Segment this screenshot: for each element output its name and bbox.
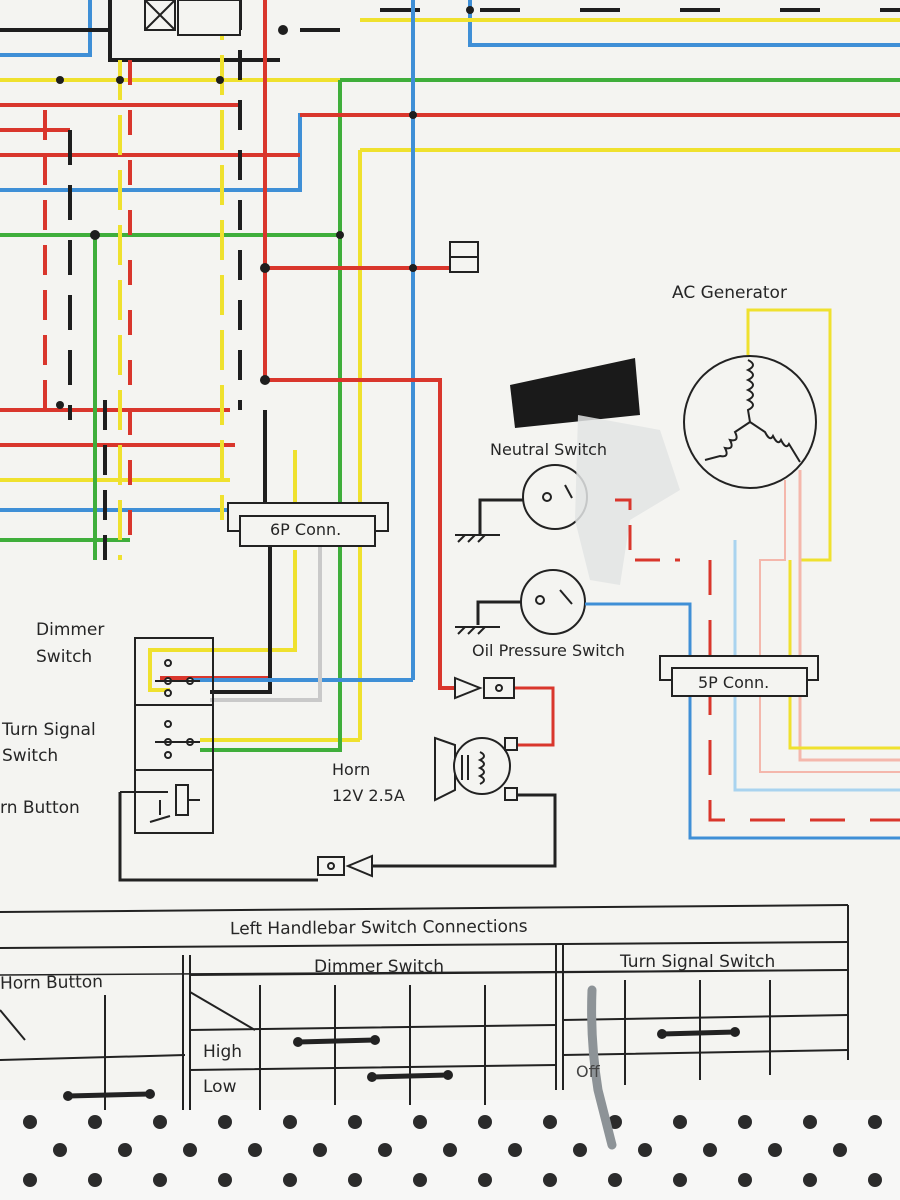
turn-signal-switch-label-line1: Turn Signal: [2, 720, 96, 740]
ac-generator-label: AC Generator: [672, 283, 787, 303]
table-col-dimmer-switch: Dimmer Switch: [314, 957, 444, 977]
oil-pressure-switch-label: Oil Pressure Switch: [472, 641, 625, 660]
handlebar-switch-block: [120, 637, 214, 834]
table-row-low: Low: [203, 1077, 237, 1097]
table-col-horn-button: Horn Button: [0, 972, 104, 994]
table-row-high: High: [203, 1042, 243, 1062]
junction-dots: [56, 6, 474, 409]
oil-pressure-switch: [455, 569, 586, 635]
ac-generator: [615, 308, 900, 822]
table-bar-dots: [63, 1027, 740, 1101]
5p-connector: [659, 655, 819, 697]
horn-button-label: rn Button: [0, 798, 80, 818]
oil-switch-wire: [585, 602, 900, 840]
metal-hook: [587, 985, 617, 1150]
turn-signal-switch-label-line2: Switch: [2, 746, 59, 766]
top-components: [144, 0, 479, 273]
pegboard-holes: [23, 1115, 882, 1187]
table-col-turn-signal-switch: Turn Signal Switch: [620, 952, 776, 972]
horn-label-line1: Horn: [332, 760, 371, 779]
neutral-switch: [455, 464, 588, 543]
horn-circuit: [118, 686, 557, 882]
black-tape: [510, 358, 640, 428]
table-row-off: Off: [576, 1062, 600, 1081]
horn-component: [317, 676, 518, 878]
horn-label-line2: 12V 2.5A: [332, 786, 405, 805]
table-title: Left Handlebar Switch Connections: [229, 916, 528, 940]
6p-connector-label: 6P Conn.: [270, 520, 342, 539]
connection-table: [0, 904, 849, 1110]
neutral-switch-label: Neutral Switch: [490, 440, 608, 459]
6p-connector-wires: [148, 410, 413, 752]
upper-harness: [0, 0, 900, 740]
5p-connector-label: 5P Conn.: [698, 673, 770, 692]
6p-connector: [227, 502, 389, 547]
dimmer-switch-label-line2: Switch: [36, 647, 93, 667]
dimmer-switch-label-line1: Dimmer: [36, 620, 105, 640]
table-connection-bars: [65, 1029, 738, 1099]
